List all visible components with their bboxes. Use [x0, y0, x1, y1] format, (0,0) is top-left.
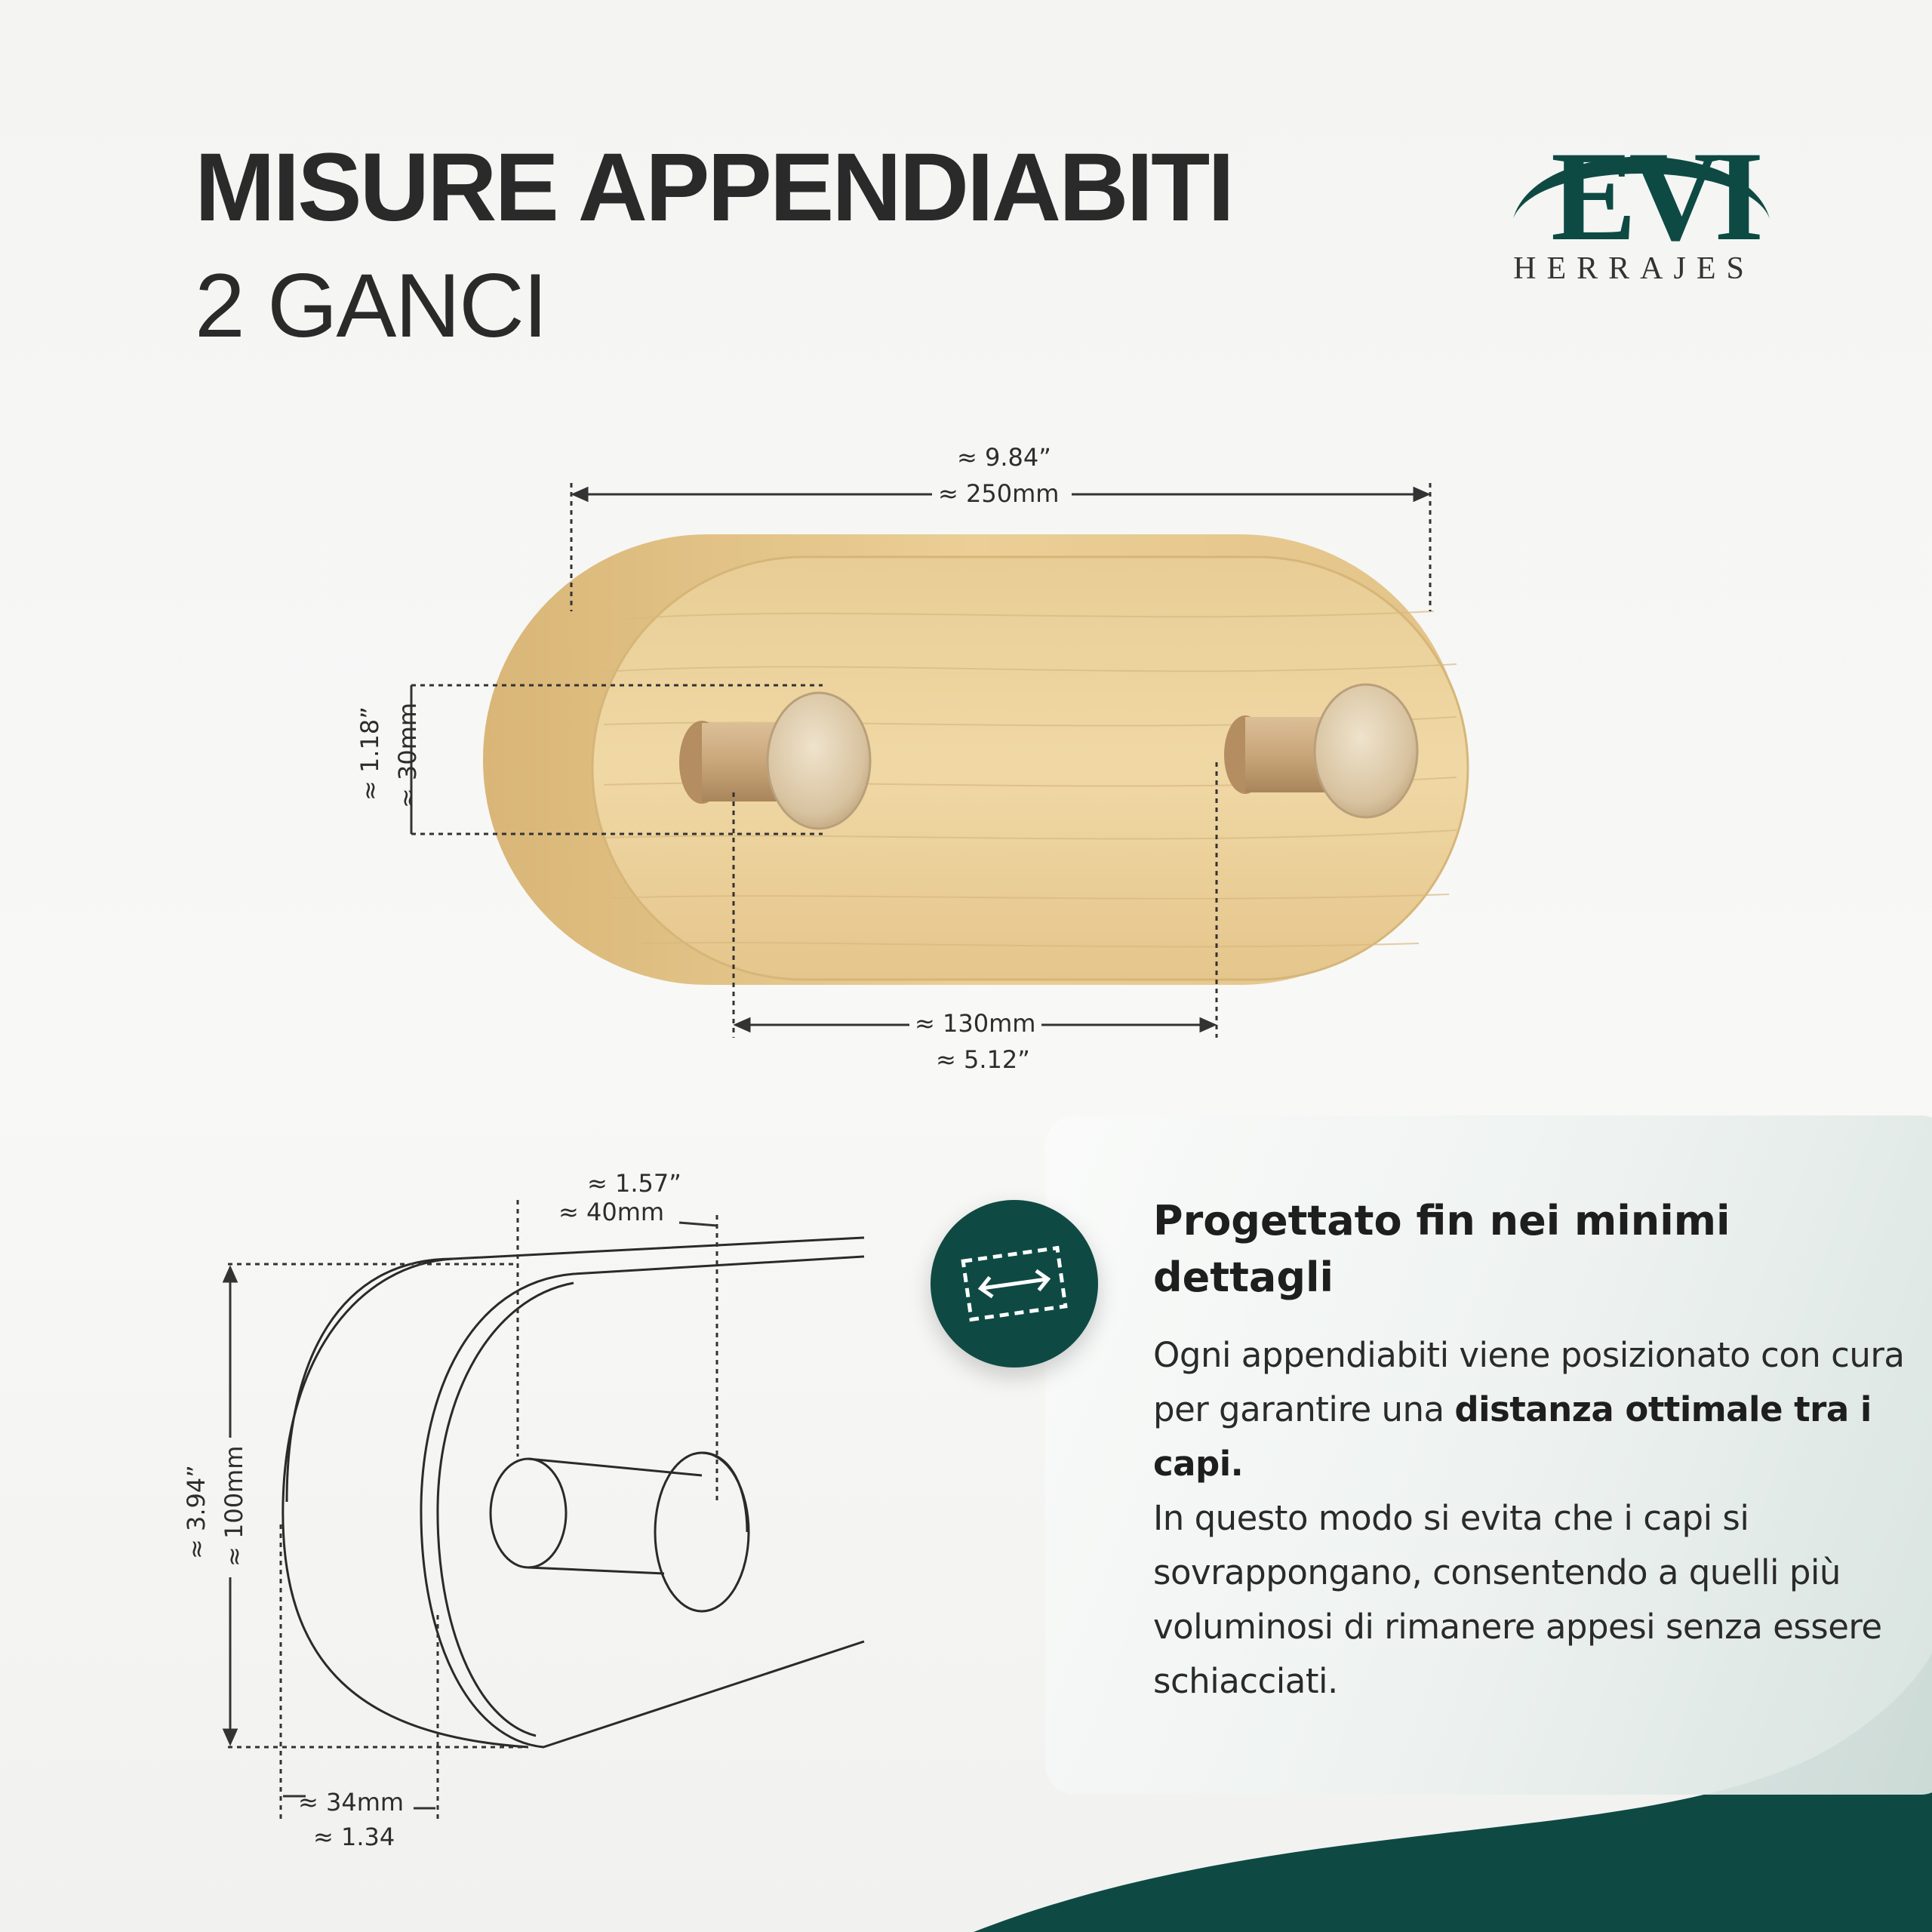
spacing-mm-label: ≈ 130mm: [915, 1009, 1036, 1038]
feature-body-bold: distanza ottimale tra i capi.: [1153, 1389, 1872, 1484]
logo-arc-icon: [1513, 156, 1770, 219]
width-mm-label: ≈ 250mm: [938, 479, 1060, 508]
page-subtitle: 2 GANCI: [195, 255, 548, 356]
side-height-inch-label: ≈ 3.94”: [182, 1465, 211, 1559]
depth-inch-label: ≈ 1.57”: [587, 1169, 681, 1198]
base-mm-label: ≈ 34mm: [298, 1788, 405, 1817]
page-title: MISURE APPENDIABITI: [195, 134, 1235, 242]
side-height-mm-label: ≈ 100mm: [220, 1445, 248, 1567]
feature-body-text-2: In questo modo si evita che i capi si so…: [1153, 1498, 1882, 1701]
depth-mm-label: ≈ 40mm: [558, 1198, 665, 1226]
measure-distance-icon: [961, 1245, 1068, 1322]
height-mm-label: ≈ 30mm: [393, 702, 422, 808]
width-inch-label: ≈ 9.84”: [957, 443, 1051, 472]
spacing-inch-label: ≈ 5.12”: [936, 1045, 1030, 1074]
feature-body-text-1: Ogni appendiabiti viene posizionato con …: [1153, 1335, 1905, 1429]
feature-title: Progettato fin nei minimi dettagli: [1153, 1197, 1730, 1301]
feature-card: [1045, 1115, 1932, 1795]
brand-logo: EVI HERRAJES: [1506, 98, 1777, 294]
side-view-drawing: [281, 1236, 865, 1749]
hook-left: [679, 691, 872, 830]
hook-right: [1224, 683, 1419, 819]
height-inch-label: ≈ 1.18”: [355, 706, 384, 801]
logo-subtext: HERRAJES: [1513, 251, 1755, 286]
feature-body: Ogni appendiabiti viene posizionato con …: [1153, 1328, 1908, 1709]
logo-text: EVI: [1551, 125, 1764, 267]
feature-badge: [931, 1200, 1098, 1367]
base-inch-label: ≈ 1.34: [313, 1823, 395, 1851]
rack-face: [591, 555, 1469, 981]
